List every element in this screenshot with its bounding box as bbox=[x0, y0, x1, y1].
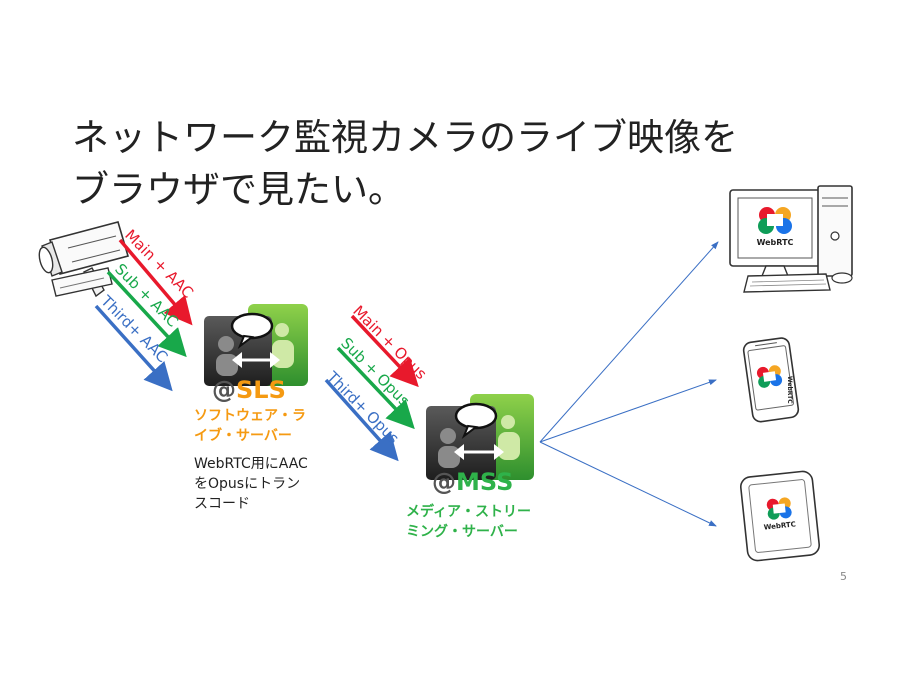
smartphone-sketch-icon bbox=[742, 337, 800, 423]
line-to-phone-2 bbox=[539, 441, 717, 527]
webrtc-logo-icon bbox=[758, 207, 792, 234]
title-line-1: ネットワーク監視カメラのライブ映像を bbox=[72, 116, 738, 159]
phone1-webrtc-label: WebRTC bbox=[786, 376, 793, 404]
webrtc-logo-icon bbox=[756, 365, 783, 388]
mss-tag: @MSS bbox=[432, 468, 513, 496]
sls-note-line-1: WebRTC用にAAC bbox=[194, 456, 308, 472]
page-number: 5 bbox=[840, 570, 847, 583]
sls-tag: @SLS bbox=[212, 376, 286, 404]
sls-main-arrow bbox=[350, 314, 419, 388]
line-to-phone-1 bbox=[539, 379, 717, 443]
camera-stream-arrows bbox=[94, 238, 193, 392]
phone2-webrtc-label: WebRTC bbox=[763, 520, 796, 531]
sls-note: WebRTC用にAAC をOpusにトラン スコード bbox=[194, 454, 308, 514]
smartphone-icon bbox=[739, 470, 821, 562]
mss-name-line-1: メディア・ストリー bbox=[406, 504, 532, 520]
mss-tag-at: @ bbox=[432, 468, 456, 496]
title-line-2: ブラウザで見たい。 bbox=[72, 168, 405, 211]
mss-name: メディア・ストリー ミング・サーバー bbox=[406, 502, 531, 542]
desktop-webrtc-label: WebRTC bbox=[757, 238, 794, 247]
sls-note-line-3: スコード bbox=[194, 496, 250, 512]
line-to-desktop bbox=[539, 241, 719, 443]
network-camera-icon bbox=[38, 221, 129, 298]
client-distribution-lines bbox=[539, 241, 719, 527]
desktop-pc-icon bbox=[729, 185, 853, 293]
camera-sub-arrow bbox=[106, 270, 187, 358]
sls-note-line-2: をOpusにトラン bbox=[194, 476, 301, 492]
sls-name: ソフトウェア・ラ イブ・サーバー bbox=[194, 406, 306, 446]
sls-tag-at: @ bbox=[212, 376, 236, 404]
sls-stream-arrows bbox=[324, 314, 419, 462]
slide-title: ネットワーク監視カメラのライブ映像を ブラウザで見たい。 bbox=[72, 112, 852, 216]
camera-third-arrow bbox=[94, 304, 173, 392]
sls-name-line-2: イブ・サーバー bbox=[194, 428, 292, 444]
sls-server-icon bbox=[204, 304, 308, 386]
sls-tag-text: SLS bbox=[236, 376, 286, 404]
webrtc-logo-icon bbox=[766, 497, 792, 520]
mss-server-icon bbox=[426, 394, 534, 480]
camera-main-arrow bbox=[118, 238, 193, 326]
mss-name-line-2: ミング・サーバー bbox=[406, 524, 518, 540]
sls-name-line-1: ソフトウェア・ラ bbox=[194, 408, 306, 424]
sls-third-arrow bbox=[324, 378, 399, 462]
sls-sub-arrow bbox=[336, 346, 415, 430]
mss-tag-text: MSS bbox=[456, 468, 514, 496]
